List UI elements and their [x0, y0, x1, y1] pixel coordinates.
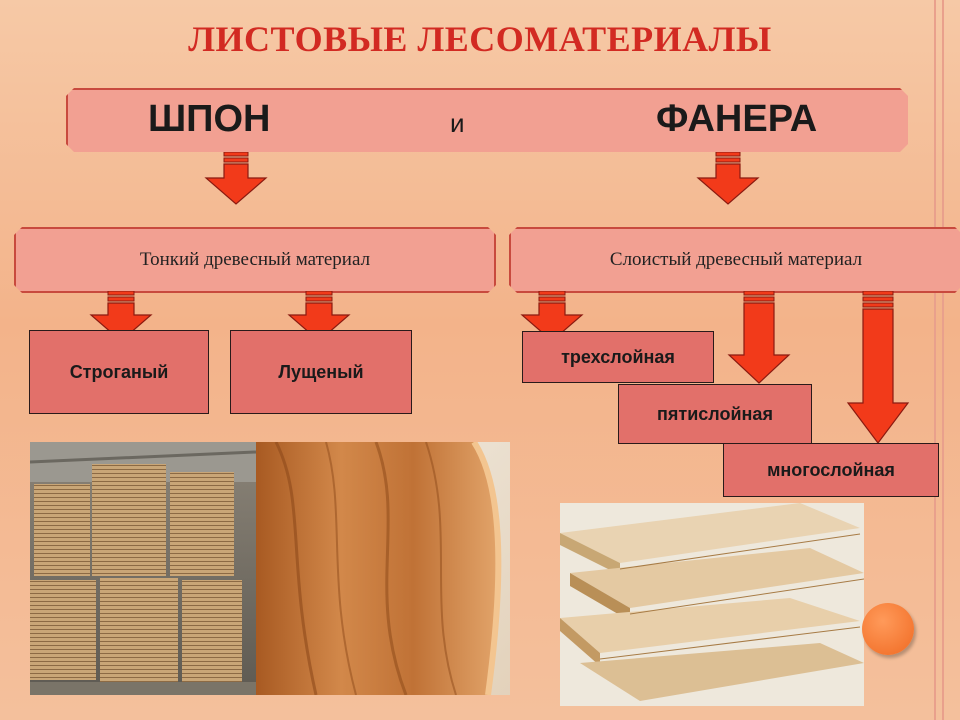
plywood-type-three-layer: трехслойная — [522, 331, 714, 383]
veneer-type-planed: Строганый — [29, 330, 209, 414]
veneer-type-peeled: Лущеный — [230, 330, 412, 414]
decorative-orange-circle — [862, 603, 914, 655]
veneer-stacks-photo — [30, 442, 256, 695]
page-title: ЛИСТОВЫЕ ЛЕСОМАТЕРИАЛЫ — [188, 19, 772, 59]
plywood-type-five-layer: пятислойная — [618, 384, 812, 444]
plywood-description-box: Слоистый древесный материал — [509, 227, 960, 293]
banner-left-label: ШПОН — [148, 98, 271, 140]
arrow-down-icon — [696, 152, 760, 205]
veneer-description: Тонкий древесный материал — [139, 249, 371, 270]
right-frame-line — [934, 0, 936, 720]
banner-box — [66, 88, 908, 152]
arrow-down-icon — [846, 291, 910, 444]
plywood-sheets-photo — [560, 503, 864, 706]
veneer-description-box: Тонкий древесный материал — [14, 227, 496, 293]
arrow-down-icon — [204, 152, 268, 205]
plywood-description: Слоистый древесный материал — [609, 249, 863, 270]
arrow-down-icon — [89, 291, 153, 342]
banner-right-label: ФАНЕРА — [656, 98, 818, 140]
veneer-sheet-photo — [256, 442, 510, 695]
arrow-down-icon — [287, 291, 351, 342]
plywood-type-multi-layer: многослойная — [723, 443, 939, 497]
banner-middle-label: и — [450, 108, 465, 138]
right-frame-line-inner — [942, 0, 944, 720]
arrow-down-icon — [520, 291, 584, 342]
arrow-down-icon — [727, 291, 791, 384]
